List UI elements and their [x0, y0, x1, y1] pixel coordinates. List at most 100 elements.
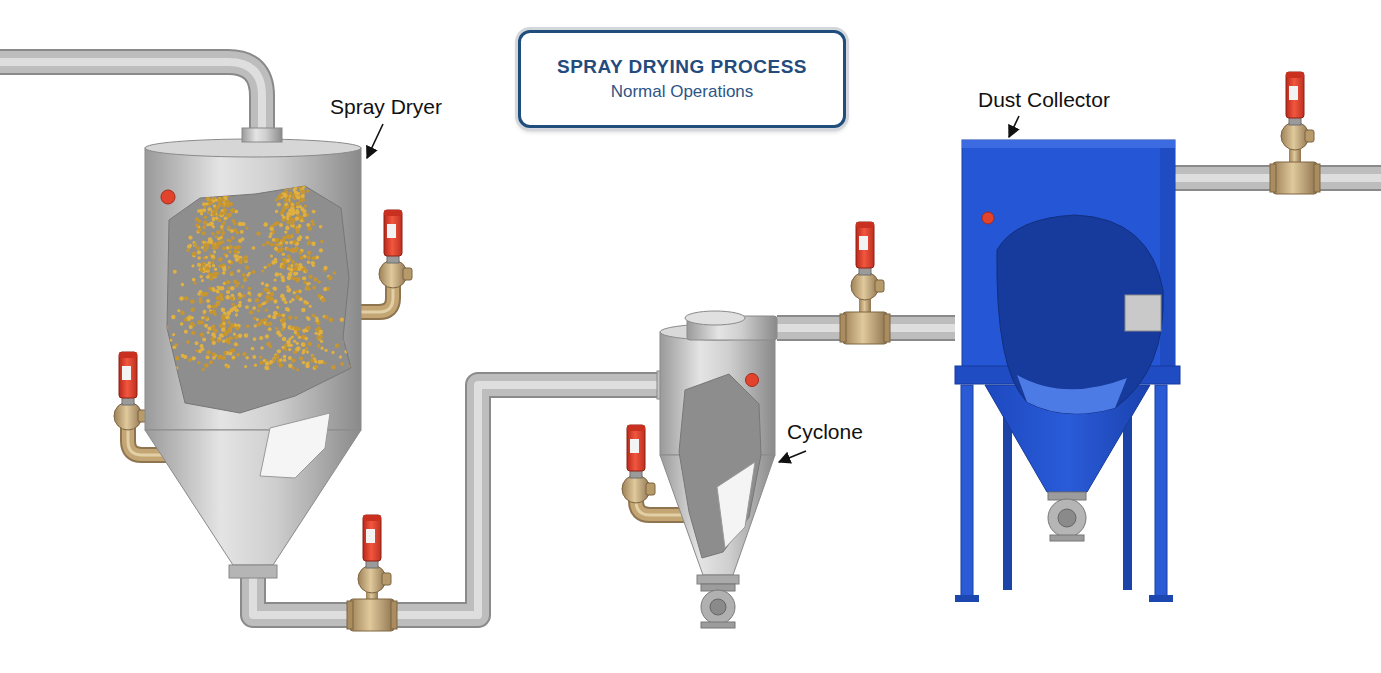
spray-particle [237, 282, 240, 285]
spray-particle [212, 309, 216, 313]
spray-particle [294, 267, 298, 271]
spray-particle [288, 348, 291, 351]
spray-particle [245, 265, 249, 269]
spray-particle [230, 297, 234, 301]
leader-line [1009, 116, 1019, 137]
spray-particle [216, 230, 220, 234]
spray-particle [207, 326, 211, 330]
spray-particle [206, 196, 210, 200]
spray-particle [254, 324, 257, 327]
rotary-valve [701, 590, 735, 624]
spray-particle [258, 322, 262, 326]
spray-particle [207, 207, 211, 211]
spray-particle [307, 282, 310, 285]
spray-particle [302, 361, 305, 364]
spray-particle [285, 226, 289, 230]
spray-particle [206, 299, 210, 303]
spray-particle [305, 362, 309, 366]
spray-particle [175, 356, 179, 360]
spray-particle [289, 192, 293, 196]
dryer-cone [145, 430, 361, 565]
spray-particle [298, 251, 302, 255]
spray-particle [290, 325, 293, 328]
spray-particle [307, 256, 311, 260]
spray-particle [340, 318, 344, 322]
spray-particle [287, 235, 291, 239]
spray-particle [265, 361, 268, 364]
leader-line [367, 124, 383, 158]
cyclone: Cyclone [657, 312, 777, 632]
spray-particle [218, 257, 223, 262]
spray-particle [259, 336, 263, 340]
spray-particle [312, 257, 316, 261]
spray-particle [259, 356, 262, 359]
spray-particle [230, 323, 235, 328]
spray-particle [328, 276, 332, 280]
spray-particle [201, 293, 205, 297]
spray-particle [287, 276, 291, 280]
spray-particle [272, 238, 276, 242]
spray-particle [216, 302, 220, 306]
pipe-layer [0, 62, 262, 134]
spray-particle [197, 361, 200, 364]
explosion-valve [347, 515, 397, 631]
spray-particle [196, 224, 199, 227]
spray-particle [245, 305, 249, 309]
spray-particle [277, 349, 281, 353]
spray-particle [216, 302, 220, 306]
spray-particle [220, 297, 224, 301]
spray-particle [293, 240, 297, 244]
spray-particle [214, 268, 218, 272]
spray-particle [267, 295, 271, 299]
spray-particle [217, 193, 220, 196]
spray-particle [212, 264, 215, 267]
spray-particle [272, 315, 276, 319]
spray-particle [211, 261, 214, 264]
spray-particle [202, 338, 206, 342]
spray-particle [226, 204, 230, 208]
valve-tag [387, 224, 396, 238]
valve-tag [1289, 86, 1298, 100]
spray-particle [294, 249, 298, 253]
valve-flange-rim [1314, 164, 1320, 192]
spray-particle [228, 250, 232, 254]
spray-particle [295, 272, 299, 276]
spray-particle [156, 296, 160, 300]
spray-particle [299, 198, 303, 202]
spray-particle [201, 279, 204, 282]
spray-particle [279, 223, 283, 227]
pipe-layer [0, 62, 262, 134]
spray-particle [235, 313, 238, 316]
valve-tag [366, 529, 375, 543]
spray-particle [291, 234, 294, 237]
spray-particle [301, 308, 305, 312]
spray-particle [327, 287, 331, 291]
spray-particle [329, 318, 334, 323]
spray-particle [257, 293, 261, 297]
spray-particle [226, 213, 231, 218]
spray-particle [234, 250, 238, 254]
spray-particle [321, 298, 326, 303]
spray-particle [254, 364, 257, 367]
spray-particle [145, 365, 149, 369]
spray-particle [184, 296, 188, 300]
spray-particle [291, 211, 295, 215]
spray-particle [316, 336, 320, 340]
spray-particle [206, 350, 210, 354]
explosion-valve [355, 210, 412, 312]
spray-particle [307, 361, 310, 364]
spray-particle [208, 237, 213, 242]
exhaust-pipe [0, 62, 262, 134]
valve-cap [363, 515, 381, 521]
spray-particle [226, 340, 230, 344]
spray-particle [266, 342, 271, 347]
spray-particle [212, 246, 216, 250]
spray-particle [281, 317, 286, 322]
spray-particle [253, 317, 256, 320]
spray-particle [224, 331, 228, 335]
spray-particle [211, 332, 215, 336]
dryer-body [145, 148, 361, 430]
collector-slot [1125, 295, 1161, 331]
spray-particle [302, 351, 305, 354]
spray-particle [228, 239, 231, 242]
